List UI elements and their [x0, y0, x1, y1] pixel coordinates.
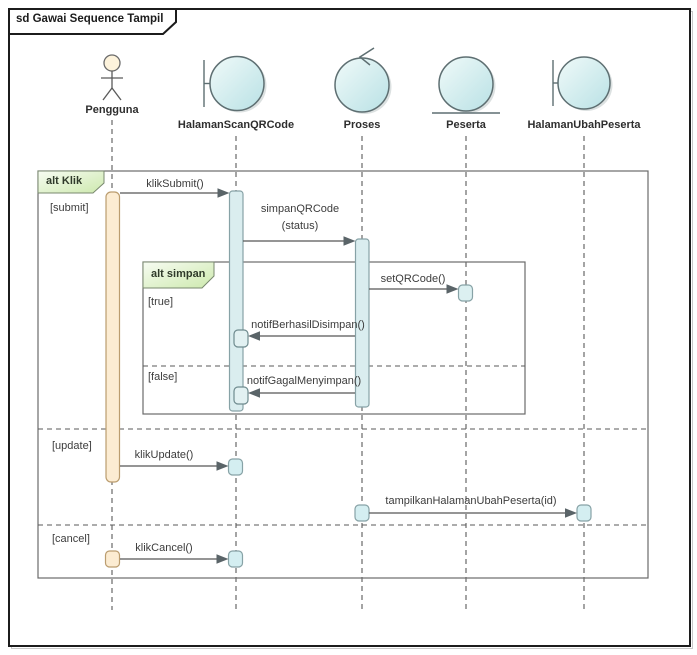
message-notifgagal-label: notifGagalMenyimpan()	[246, 375, 362, 387]
activation-klikupdate-target	[227, 458, 244, 476]
lifeline-label-proses: Proses	[343, 119, 381, 131]
fragment-alt-simpan-pentagon	[142, 261, 215, 289]
message-kliksubmit-arrow	[120, 188, 230, 198]
message-klikcancel-label: klikCancel()	[135, 542, 193, 554]
guard-false: [false]	[148, 371, 178, 383]
message-kliksubmit-label: klikSubmit()	[146, 178, 204, 190]
guard-true: [true]	[148, 296, 174, 308]
message-tampilkan-label: tampilkanHalamanUbahPeserta(id)	[385, 495, 557, 507]
fragment-alt-klik-label: alt Klik	[46, 175, 83, 187]
message-notifberhasil-arrow	[248, 331, 355, 341]
lifeline-label-pengguna: Pengguna	[85, 104, 139, 116]
diagram-frame	[8, 8, 693, 649]
message-notifgagal-arrow	[248, 388, 355, 398]
lifeline-label-halamanubahpeserta: HalamanUbahPeserta	[527, 119, 641, 131]
guard-update: [update]	[52, 440, 92, 452]
message-simpanqrcode-label-line1: simpanQRCode	[260, 203, 340, 215]
guard-submit: [submit]	[50, 202, 89, 214]
control-icon-proses	[334, 47, 392, 114]
lifeline-label-halamanscanqrcode: HalamanScanQRCode	[177, 119, 295, 131]
message-setqrcode-label: setQRCode()	[380, 273, 446, 285]
fragment-alt-simpan-label: alt simpan	[151, 268, 206, 280]
activation-halamanscanqrcode	[228, 190, 244, 412]
activation-nested-notif-berhasil	[233, 329, 249, 348]
lifeline-label-peserta: Peserta	[446, 119, 486, 131]
fragment-alt-klik	[37, 170, 649, 579]
actor-icon	[101, 54, 123, 101]
activation-klikcancel-target	[227, 550, 244, 568]
entity-icon-peserta	[432, 56, 500, 114]
lifeline-heads	[101, 47, 613, 114]
messages-group	[120, 188, 577, 564]
diagram-title: sd Gawai Sequence Tampil	[16, 13, 164, 25]
message-klikupdate-label: klikUpdate()	[134, 449, 194, 461]
activation-bars	[104, 190, 592, 568]
guard-cancel: [cancel]	[52, 533, 90, 545]
activation-klikcancel-source	[104, 550, 121, 568]
activation-tampilkan-target	[576, 504, 592, 522]
boundary-icon-halamanubahpeserta	[552, 56, 613, 111]
fragment-alt-simpan	[142, 261, 526, 415]
activation-pengguna	[105, 191, 121, 483]
activation-peserta-setqrcode	[457, 284, 474, 302]
activation-nested-notif-gagal	[233, 386, 249, 405]
message-notifberhasil-label: notifBerhasilDisimpan()	[251, 319, 365, 331]
message-simpanqrcode-label-line2: (status)	[281, 220, 319, 232]
fragment-alt-klik-pentagon	[37, 170, 105, 194]
message-tampilkan-arrow	[369, 508, 577, 518]
boundary-icon-halamanscanqrcode	[203, 55, 267, 113]
activation-tampilkan-source	[354, 504, 370, 522]
activation-proses	[354, 238, 370, 408]
message-klikupdate-arrow	[120, 461, 229, 471]
message-simpanqrcode-arrow	[243, 236, 356, 246]
title-tab-shape	[8, 8, 177, 35]
message-klikcancel-arrow	[120, 554, 229, 564]
message-setqrcode-arrow	[369, 284, 459, 294]
